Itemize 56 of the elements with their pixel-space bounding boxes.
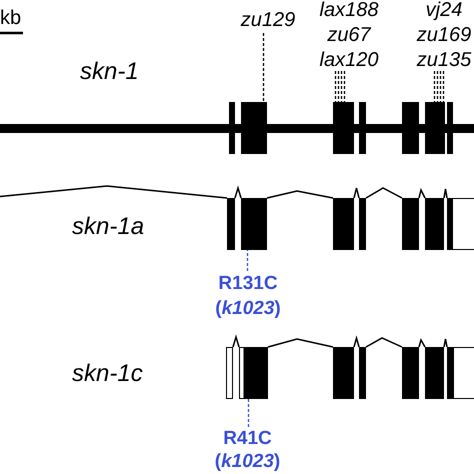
exon-block: [402, 347, 419, 399]
intron-line: [418, 188, 426, 198]
scale-label: kb: [0, 8, 22, 28]
intron-line: [268, 338, 334, 348]
allele-label: zu129: [240, 8, 296, 33]
exon-block: [359, 198, 366, 250]
exon-block: [227, 198, 235, 250]
leader-line: [262, 33, 264, 102]
exon-block: [425, 347, 444, 399]
exon-block: [402, 198, 419, 250]
isoform-name: skn-1a: [72, 215, 144, 239]
leader-line: [434, 71, 436, 102]
intron-line: [443, 338, 448, 348]
leader-line: [442, 71, 444, 102]
leader-line: [344, 71, 346, 102]
allele-label: zu169: [416, 25, 472, 46]
exon-block: [239, 347, 268, 399]
exon-block: [359, 347, 366, 399]
mutation-label: R41C (k1023): [212, 427, 283, 473]
utr-block: [453, 347, 474, 399]
leader-line: [340, 71, 342, 102]
intron-line: [418, 338, 426, 348]
intron-line: [232, 334, 240, 348]
exon-block: [333, 347, 354, 399]
intron-line: [443, 188, 448, 198]
mutation-label: R131C (k1023): [213, 271, 283, 321]
utr-block: [226, 347, 233, 399]
allele-label: lax188: [318, 0, 380, 21]
leader-line: [440, 71, 442, 102]
leader-line: [248, 399, 250, 427]
gene-name: skn-1: [80, 60, 139, 84]
exon-block: [333, 102, 354, 154]
intron-line: [353, 187, 360, 198]
exon-block: [241, 102, 267, 154]
intron-line: [266, 190, 334, 199]
exon-block: [425, 102, 445, 154]
exon-block: [447, 198, 452, 250]
allele-label: zu135: [416, 50, 472, 71]
allele-label: zu67: [326, 25, 372, 46]
intron-line: [234, 185, 242, 198]
intron-line: [366, 337, 402, 348]
intron-line: [0, 185, 228, 199]
leader-line: [334, 71, 336, 102]
exon-block: [333, 198, 354, 250]
isoform-name: skn-1c: [72, 362, 143, 386]
utr-block: [452, 198, 474, 250]
allele-label: lax120: [318, 50, 380, 71]
exon-block: [425, 198, 444, 250]
leader-line: [436, 71, 438, 102]
allele-label: vj24: [424, 0, 464, 21]
leader-line: [246, 250, 248, 271]
leader-line: [338, 71, 340, 102]
exon-block: [447, 347, 453, 399]
exon-block: [241, 198, 267, 250]
intron-line: [353, 335, 360, 348]
intron-line: [366, 187, 402, 199]
